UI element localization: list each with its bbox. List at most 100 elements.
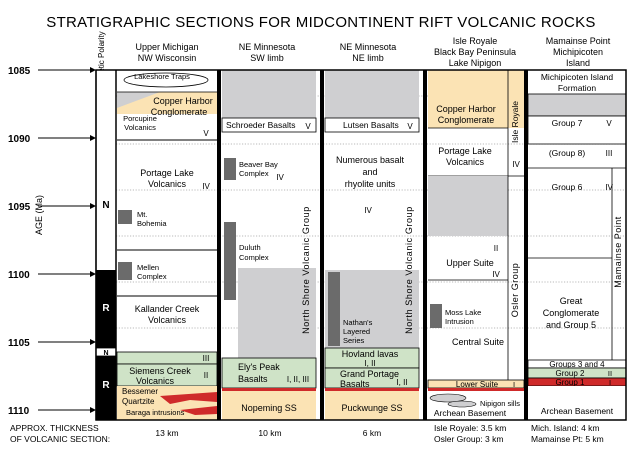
mp-basement-zone — [528, 386, 626, 420]
iii-label-um: III — [203, 354, 210, 363]
porcupine-wedge — [117, 92, 160, 108]
age-tick-arrowhead — [90, 135, 96, 141]
polarity-normal-zone — [96, 70, 116, 270]
i-label-mp: I — [609, 378, 611, 387]
sw-gray-middle — [238, 268, 316, 358]
duluth-label-1: Duluth — [239, 243, 261, 252]
copper-harbor-label-ir: Copper Harbor — [436, 104, 496, 114]
porcupine-label-1: Porcupine — [123, 114, 157, 123]
mt-bohemia-label-2: Bohemia — [137, 219, 167, 228]
nipigon-sills-label: Nipigon sills — [480, 399, 520, 408]
nathans-label-3: Series — [343, 336, 365, 345]
mellen-label-2: Complex — [137, 272, 167, 281]
schroeder-zone — [221, 117, 317, 133]
numerous-label-3: rhyolite units — [345, 179, 396, 189]
baraga-intrusion-red-lower — [180, 406, 217, 415]
great-label-3: and Group 5 — [546, 320, 596, 330]
polarity-header: Magnetic Polarity — [97, 31, 106, 92]
footer-approx-1: APPROX. THICKNESS — [10, 423, 99, 433]
column-isle-royale: Copper Harbor Conglomerate Isle Royale P… — [427, 70, 525, 420]
ii-label-ir: II — [494, 244, 498, 253]
duluth-complex-intrusion — [224, 222, 236, 300]
lower-suite-roman: I — [513, 380, 515, 389]
iv-label-ir2: IV — [492, 270, 500, 279]
lower-suite-label: Lower Suite — [456, 380, 499, 389]
beaver-bay-label-1: Beaver Bay — [239, 160, 278, 169]
elys-roman: I, II, III — [287, 375, 309, 384]
group2-label: Group 2 — [556, 369, 585, 378]
ne-gray-middle — [325, 270, 419, 348]
hovland-label-2: I, II — [364, 359, 375, 368]
ir-red-band — [428, 388, 524, 391]
mamainse-point-vertical-label: Mamainse Point — [613, 216, 623, 288]
great-label-1: Great — [560, 296, 583, 306]
michipicoten-label-1: Michipicoten Island — [541, 72, 614, 82]
conglomerate-label-ir: Conglomerate — [438, 115, 495, 125]
nathans-label-1: Nathan's — [343, 318, 373, 327]
beaver-bay-label-2: Complex — [239, 169, 269, 178]
archean-label-ir: Archean Basement — [434, 408, 507, 418]
kallander-label-1: Kallander Creek — [135, 304, 200, 314]
elys-label-2: Basalts — [238, 374, 268, 384]
baraga-intrusion-red — [160, 392, 217, 404]
age-tick-label: 1100 — [8, 270, 30, 281]
thickness-isle-royale-2: Osler Group: 3 km — [434, 434, 503, 444]
north-shore-group-label-ne: North Shore Volcanic Group — [404, 206, 414, 334]
schroeder-label: Schroeder Basalts — [226, 120, 295, 130]
iv-label-ne: IV — [364, 206, 372, 215]
age-axis-label: AGE (Ma) — [34, 195, 44, 235]
header-isle-royale-2: Black Bay Peninsula — [434, 47, 516, 57]
archean-label-mp: Archean Basement — [541, 406, 614, 416]
diagram-title: STRATIGRAPHIC SECTIONS FOR MIDCONTINENT … — [46, 14, 595, 31]
ne-gray-top — [325, 70, 419, 118]
michipicoten-label-2: Formation — [558, 83, 597, 93]
column-mamainse-point: Michipicoten Island Formation Group 7 V … — [527, 70, 627, 420]
polarity-label-n-lower: N — [103, 350, 108, 357]
puckwunge-zone — [325, 391, 419, 420]
header-upper-michigan-2: NW Wisconsin — [138, 53, 197, 63]
baraga-label: Baraga intrusions — [126, 408, 185, 417]
sw-gray-top — [222, 70, 316, 118]
grand-portage-label-2: Basalts — [340, 379, 370, 389]
age-tick-label: 1095 — [8, 202, 31, 213]
mt-bohemia-label-1: Mt. — [137, 210, 147, 219]
porcupine-label-2: Volcanics — [124, 123, 156, 132]
age-tick-arrowhead — [90, 407, 96, 413]
group6-label: Group 6 — [552, 182, 583, 192]
header-upper-michigan-1: Upper Michigan — [135, 42, 198, 52]
thickness-mamainse-1: Mich. Island: 4 km — [531, 423, 600, 433]
polarity-column: N R N R — [95, 70, 117, 420]
portage-lake-label-2: Volcanics — [148, 179, 187, 189]
header-mamainse-1: Mamainse Point — [546, 36, 611, 46]
thickness-mamainse-2: Mamainse Pt: 5 km — [531, 434, 604, 444]
mp-gray-top — [527, 93, 627, 117]
age-tick-label: 1085 — [8, 66, 31, 77]
footer: APPROX. THICKNESS OF VOLCANIC SECTION: 1… — [10, 423, 604, 444]
ir-gray-middle — [428, 176, 508, 236]
header-ne-minnesota-sw-2: SW limb — [250, 53, 284, 63]
portage-lake-label-4: Volcanics — [446, 157, 485, 167]
age-tick-arrowhead — [90, 67, 96, 73]
puckwunge-label: Puckwunge SS — [341, 403, 402, 413]
kallander-label-2: Volcanics — [148, 315, 187, 325]
mellen-label-1: Mellen — [137, 263, 159, 272]
ne-red-band — [325, 388, 419, 391]
header-mamainse-2: Michipicoten — [553, 47, 603, 57]
portage-lake-label-1: Portage Lake — [140, 168, 194, 178]
moss-lake-intrusion — [430, 304, 442, 328]
iv-label-um: IV — [202, 182, 210, 191]
groups34-label: Groups 3 and 4 — [549, 360, 605, 369]
siemens-label-1: Siemens Creek — [129, 366, 191, 376]
beaver-bay-intrusion — [224, 158, 236, 180]
header-ne-minnesota-ne-2: NE limb — [352, 53, 384, 63]
nathans-intrusion — [328, 272, 340, 346]
age-tick-arrowhead — [90, 203, 96, 209]
copper-harbor-label-um: Copper Harbor — [153, 96, 213, 106]
column-ne-minnesota-ne: Lutsen Basalts V Numerous basalt and rhy… — [324, 70, 420, 420]
nopeming-label: Nopeming SS — [241, 403, 297, 413]
elys-peak-zone — [221, 357, 317, 389]
portage-lake-label-3: Portage Lake — [438, 146, 492, 156]
column-headers: Magnetic Polarity Upper Michigan NW Wisc… — [97, 31, 611, 92]
age-tick-label: 1090 — [8, 134, 31, 145]
